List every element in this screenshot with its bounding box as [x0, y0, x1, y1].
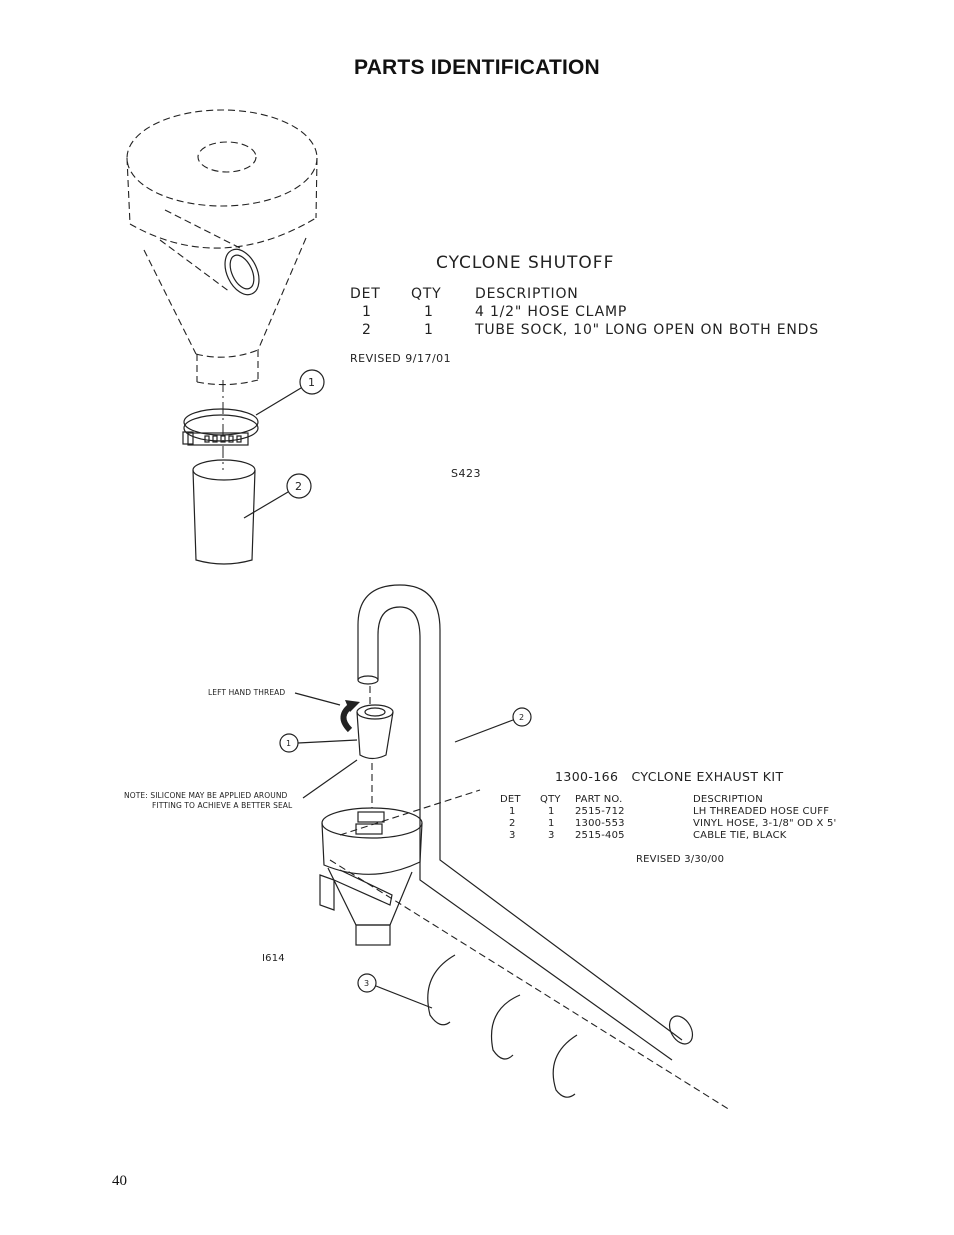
- ek-header-description: DESCRIPTION: [693, 794, 763, 805]
- ek-row3-det: 3: [509, 830, 516, 841]
- cyclone-shutoff-title: CYCLONE SHUTOFF: [436, 253, 614, 273]
- cs-header-qty: QTY: [411, 286, 442, 302]
- ek-row1-description: LH THREADED HOSE CUFF: [693, 806, 829, 817]
- kit-drawing-number: I614: [262, 953, 285, 964]
- ek-row2-det: 2: [509, 818, 516, 829]
- cs-revised: REVISED 9/17/01: [350, 352, 451, 365]
- ek-row1-det: 1: [509, 806, 516, 817]
- ek-row3-part-no: 2515-405: [575, 830, 625, 841]
- callout-2-label: 2: [295, 480, 302, 493]
- kit-callout-3-label: 3: [364, 979, 369, 988]
- cs-row2-qty: 1: [424, 322, 434, 338]
- ek-row3-description: CABLE TIE, BLACK: [693, 830, 787, 841]
- silicone-note-line1: NOTE: SILICONE MAY BE APPLIED AROUND: [124, 791, 288, 800]
- ek-row3-qty: 3: [548, 830, 555, 841]
- cs-row2-description: TUBE SOCK, 10" LONG OPEN ON BOTH ENDS: [474, 322, 819, 338]
- cs-row2-det: 2: [362, 322, 372, 338]
- ek-header-qty: QTY: [540, 794, 561, 805]
- ek-row1-qty: 1: [548, 806, 555, 817]
- callout-1-label: 1: [308, 376, 315, 389]
- ek-row2-qty: 1: [548, 818, 555, 829]
- kit-callout-2-label: 2: [519, 713, 524, 722]
- ek-header-part-no: PART NO.: [575, 794, 622, 805]
- cs-row1-description: 4 1/2" HOSE CLAMP: [475, 304, 627, 320]
- cs-row1-qty: 1: [424, 304, 434, 320]
- page-number: 40: [112, 1173, 127, 1189]
- cs-header-det: DET: [350, 286, 381, 302]
- silicone-note-line2: FITTING TO ACHIEVE A BETTER SEAL: [152, 801, 293, 810]
- left-hand-thread-note: LEFT HAND THREAD: [208, 688, 285, 697]
- cs-row1-det: 1: [362, 304, 372, 320]
- ek-row2-description: VINYL HOSE, 3-1/8" OD X 5': [693, 818, 836, 829]
- ek-row2-part-no: 1300-553: [575, 818, 625, 829]
- ek-header-det: DET: [500, 794, 521, 805]
- ek-row1-part-no: 2515-712: [575, 806, 625, 817]
- cs-drawing-number: S423: [451, 467, 481, 480]
- exhaust-kit-title: 1300-166 CYCLONE EXHAUST KIT: [555, 769, 784, 784]
- page-title: PARTS IDENTIFICATION: [354, 56, 600, 79]
- kit-callout-1-label: 1: [286, 739, 291, 748]
- ek-revised: REVISED 3/30/00: [636, 854, 724, 865]
- cyclone-illustration: [126, 109, 325, 565]
- exhaust-kit-illustration: [279, 584, 731, 1111]
- cs-header-description: DESCRIPTION: [475, 286, 579, 302]
